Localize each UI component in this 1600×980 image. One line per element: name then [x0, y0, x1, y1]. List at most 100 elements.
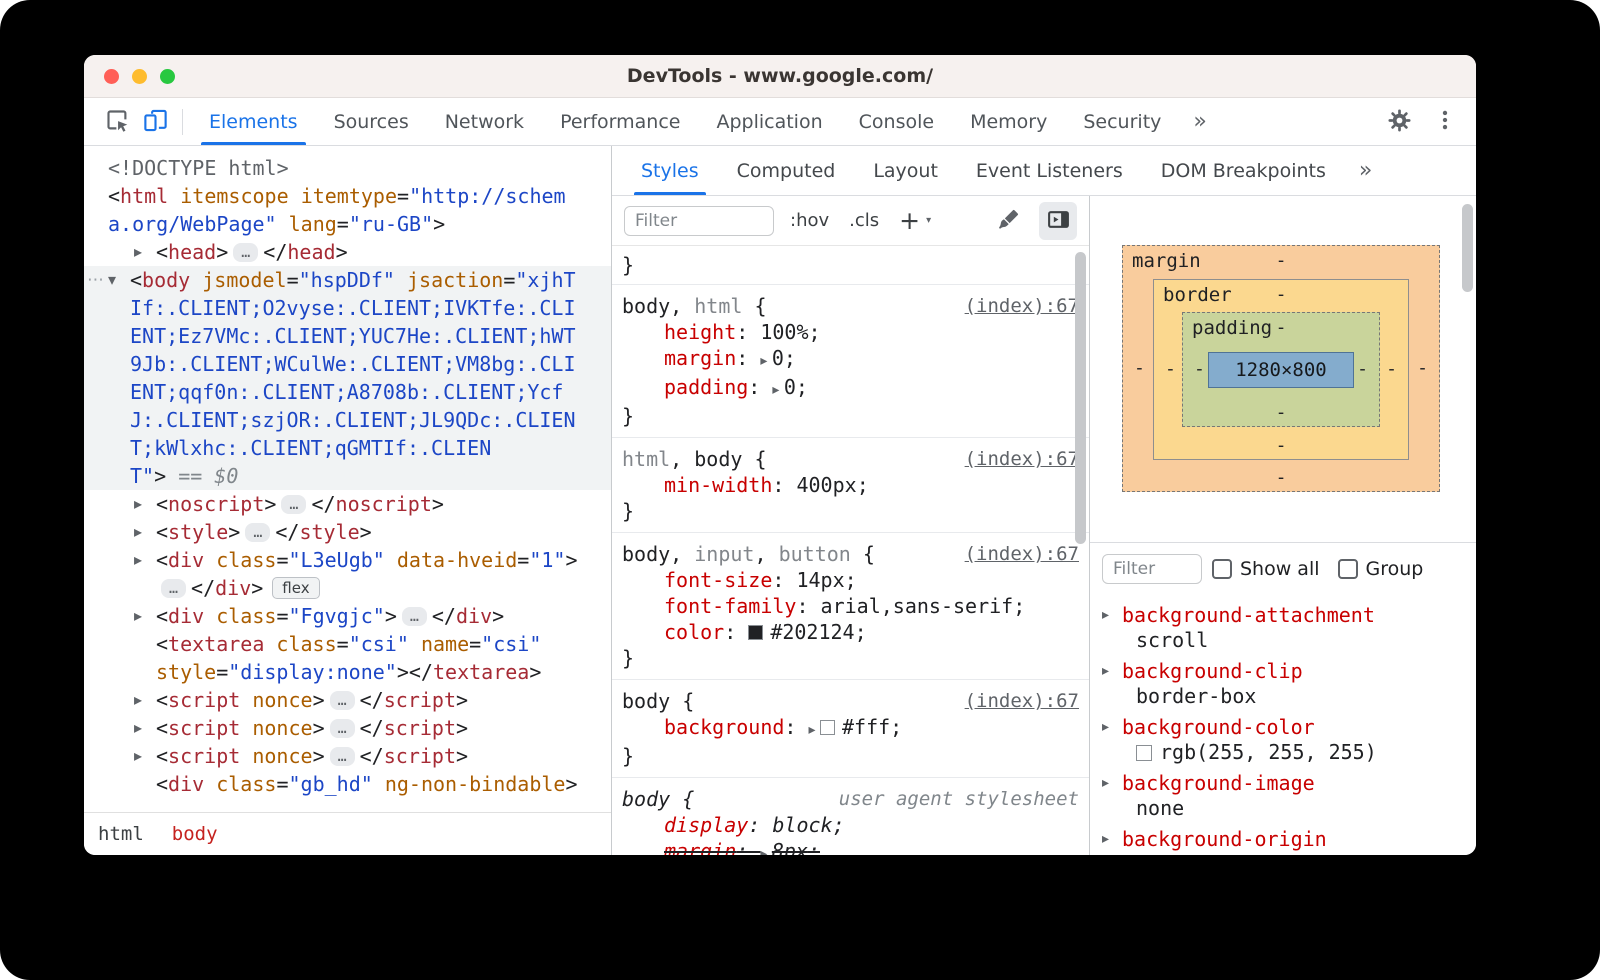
stylesheet-link[interactable]: (index):67 — [964, 448, 1079, 470]
toggle-element-classes-button[interactable]: .cls — [845, 208, 883, 233]
padding-bottom-value[interactable]: - — [1275, 402, 1287, 423]
more-actions-icon[interactable]: ⋯ — [87, 270, 105, 290]
dom-tree-line[interactable]: ▸<script nonce>…</script> — [134, 744, 469, 768]
expand-icon[interactable]: ▸ — [1102, 607, 1110, 623]
kebab-menu-button[interactable] — [1426, 103, 1464, 141]
dom-tree-line[interactable]: <div class="gb_hd" ng-non-bindable> — [156, 772, 578, 796]
dom-tree-line[interactable]: If:.CLIENT;O2vyse:.CLIENT;IVKTfe:.CLI — [84, 294, 611, 322]
box-model-margin[interactable]: margin - - - - border - - - - — [1122, 245, 1440, 492]
border-bottom-value[interactable]: - — [1275, 435, 1287, 456]
border-left-value[interactable]: - — [1165, 357, 1176, 379]
box-model-padding[interactable]: padding - - - - 1280×800 — [1182, 312, 1380, 427]
more-panels-button[interactable]: » — [1193, 109, 1207, 134]
style-declaration[interactable]: background: ▸ #fff; — [664, 715, 903, 739]
dom-tree-line[interactable]: <!DOCTYPE html> — [108, 156, 289, 180]
rule-selector[interactable]: body { — [622, 689, 695, 713]
collapse-icon[interactable]: ▾ — [108, 270, 117, 289]
styles-tab-styles[interactable]: Styles — [622, 146, 718, 195]
flex-badge[interactable]: flex — [272, 577, 320, 599]
expand-icon[interactable]: ▸ — [1102, 663, 1110, 679]
style-declaration[interactable]: display: block; — [664, 813, 845, 837]
dom-tree-line[interactable]: <html itemscope itemtype="http://schem — [108, 184, 566, 208]
dom-tree-line[interactable]: ENT;qqf0n:.CLIENT;A8708b:.CLIENT;Ycf — [84, 378, 611, 406]
padding-top-value[interactable]: - — [1275, 317, 1287, 338]
styles-tab-layout[interactable]: Layout — [873, 159, 938, 182]
ellipsis-expander[interactable]: … — [329, 747, 355, 766]
minimize-window-button[interactable] — [132, 69, 147, 84]
dom-tree-line[interactable]: ▸<noscript>…</noscript> — [134, 492, 444, 516]
stylesheet-link[interactable]: (index):67 — [964, 690, 1079, 712]
dom-tree-line[interactable]: ⋯▾<body jsmodel="hspDDf" jsaction="xjhT — [84, 266, 611, 294]
stylesheet-link[interactable]: (index):67 — [964, 543, 1079, 565]
padding-left-value[interactable]: - — [1194, 357, 1205, 379]
group-checkbox[interactable] — [1337, 559, 1358, 579]
expand-shorthand-icon[interactable]: ▸ — [760, 353, 772, 369]
style-declaration[interactable]: font-size: 14px; — [664, 568, 857, 592]
style-declaration[interactable]: font-family: arial,sans-serif; — [664, 594, 1026, 618]
style-declaration[interactable]: color: #202124; — [664, 620, 867, 644]
padding-right-value[interactable]: - — [1357, 357, 1368, 379]
color-swatch[interactable] — [1136, 744, 1152, 761]
format-styles-button[interactable] — [989, 202, 1027, 240]
styles-tab-event-listeners[interactable]: Event Listeners — [975, 159, 1123, 182]
margin-bottom-value[interactable]: - — [1275, 467, 1287, 488]
ellipsis-expander[interactable]: … — [329, 691, 355, 710]
toolbar-tab-memory[interactable]: Memory — [970, 110, 1048, 133]
dom-tree-line[interactable]: style="display:none"></textarea> — [156, 660, 542, 684]
toolbar-tab-sources[interactable]: Sources — [333, 110, 409, 133]
breadcrumb-item-body[interactable]: body — [171, 823, 218, 845]
ellipsis-expander[interactable]: … — [329, 719, 355, 738]
rule-selector[interactable]: body, input, button { — [622, 542, 875, 566]
color-swatch[interactable] — [748, 625, 764, 640]
toolbar-tab-security[interactable]: Security — [1083, 110, 1162, 133]
toolbar-tab-application[interactable]: Application — [716, 110, 823, 133]
toolbar-tab-performance[interactable]: Performance — [560, 110, 681, 133]
expand-shorthand-icon[interactable]: ▸ — [772, 382, 784, 398]
stylesheet-link[interactable]: (index):67 — [964, 295, 1079, 317]
toggle-pseudo-classes-button[interactable]: :hov — [786, 208, 833, 233]
dom-tree-line[interactable]: ▸<div class="Fgvgjc">…</div> — [134, 604, 505, 628]
device-toolbar-button[interactable] — [136, 103, 174, 141]
dom-tree-line[interactable]: ▸<style>…</style> — [134, 520, 372, 544]
ellipsis-expander[interactable]: … — [281, 495, 307, 514]
dom-tree-line[interactable]: a.org/WebPage" lang="ru-GB"> — [108, 212, 446, 236]
dom-tree-line[interactable]: J:.CLIENT;szjOR:.CLIENT;JL9QDc:.CLIEN — [84, 406, 611, 434]
expand-icon[interactable]: ▸ — [134, 718, 143, 737]
dom-tree-line[interactable]: ▸<head>…</head> — [134, 240, 348, 264]
box-model-border[interactable]: border - - - - padding - - - — [1153, 279, 1409, 460]
toolbar-tab-console[interactable]: Console — [858, 110, 935, 133]
computed-property[interactable]: ▸background-clip — [1102, 659, 1303, 683]
fullscreen-window-button[interactable] — [160, 69, 175, 84]
styles-tab-dom-breakpoints[interactable]: DOM Breakpoints — [1160, 159, 1326, 182]
style-declaration[interactable]: padding: ▸ 0; — [664, 375, 808, 399]
expand-icon[interactable]: ▸ — [1102, 719, 1110, 735]
computed-property[interactable]: ▸background-attachment — [1102, 603, 1375, 627]
computed-property[interactable]: ▸background-color — [1102, 715, 1315, 739]
dom-tree-line[interactable]: T;kWlxhc:.CLIENT;qGMTIf:.CLIEN — [84, 434, 611, 462]
rule-selector[interactable]: html, body { — [622, 447, 767, 471]
toggle-computed-sidebar-button[interactable] — [1039, 201, 1077, 240]
rule-selector[interactable]: body { — [622, 787, 695, 811]
close-window-button[interactable] — [104, 69, 119, 84]
inspect-element-button[interactable] — [98, 103, 136, 141]
ellipsis-expander[interactable]: … — [233, 243, 259, 262]
expand-icon[interactable]: ▸ — [134, 550, 143, 569]
style-declaration[interactable]: height: 100%; — [664, 320, 821, 344]
box-model-content[interactable]: 1280×800 — [1208, 351, 1354, 388]
expand-icon[interactable]: ▸ — [134, 690, 143, 709]
styles-scrollbar[interactable] — [1075, 252, 1086, 544]
more-style-tabs-button[interactable]: » — [1358, 158, 1373, 183]
settings-gear-button[interactable] — [1380, 103, 1418, 141]
color-swatch[interactable] — [820, 720, 835, 735]
show-all-checkbox[interactable] — [1212, 559, 1232, 579]
style-declaration[interactable]: margin: ▸ 8px; — [622, 838, 1079, 855]
margin-top-value[interactable]: - — [1275, 250, 1287, 271]
toolbar-tab-elements[interactable]: Elements — [191, 98, 316, 145]
ellipsis-expander[interactable]: … — [161, 579, 187, 598]
margin-right-value[interactable]: - — [1417, 356, 1428, 378]
toolbar-tab-network[interactable]: Network — [444, 110, 525, 133]
styles-filter-input[interactable] — [624, 205, 774, 236]
ellipsis-expander[interactable]: … — [245, 523, 271, 542]
margin-left-value[interactable]: - — [1134, 356, 1145, 378]
dom-tree-line[interactable]: 9Jb:.CLIENT;WCulWe:.CLIENT;VM8bg:.CLI — [84, 350, 611, 378]
